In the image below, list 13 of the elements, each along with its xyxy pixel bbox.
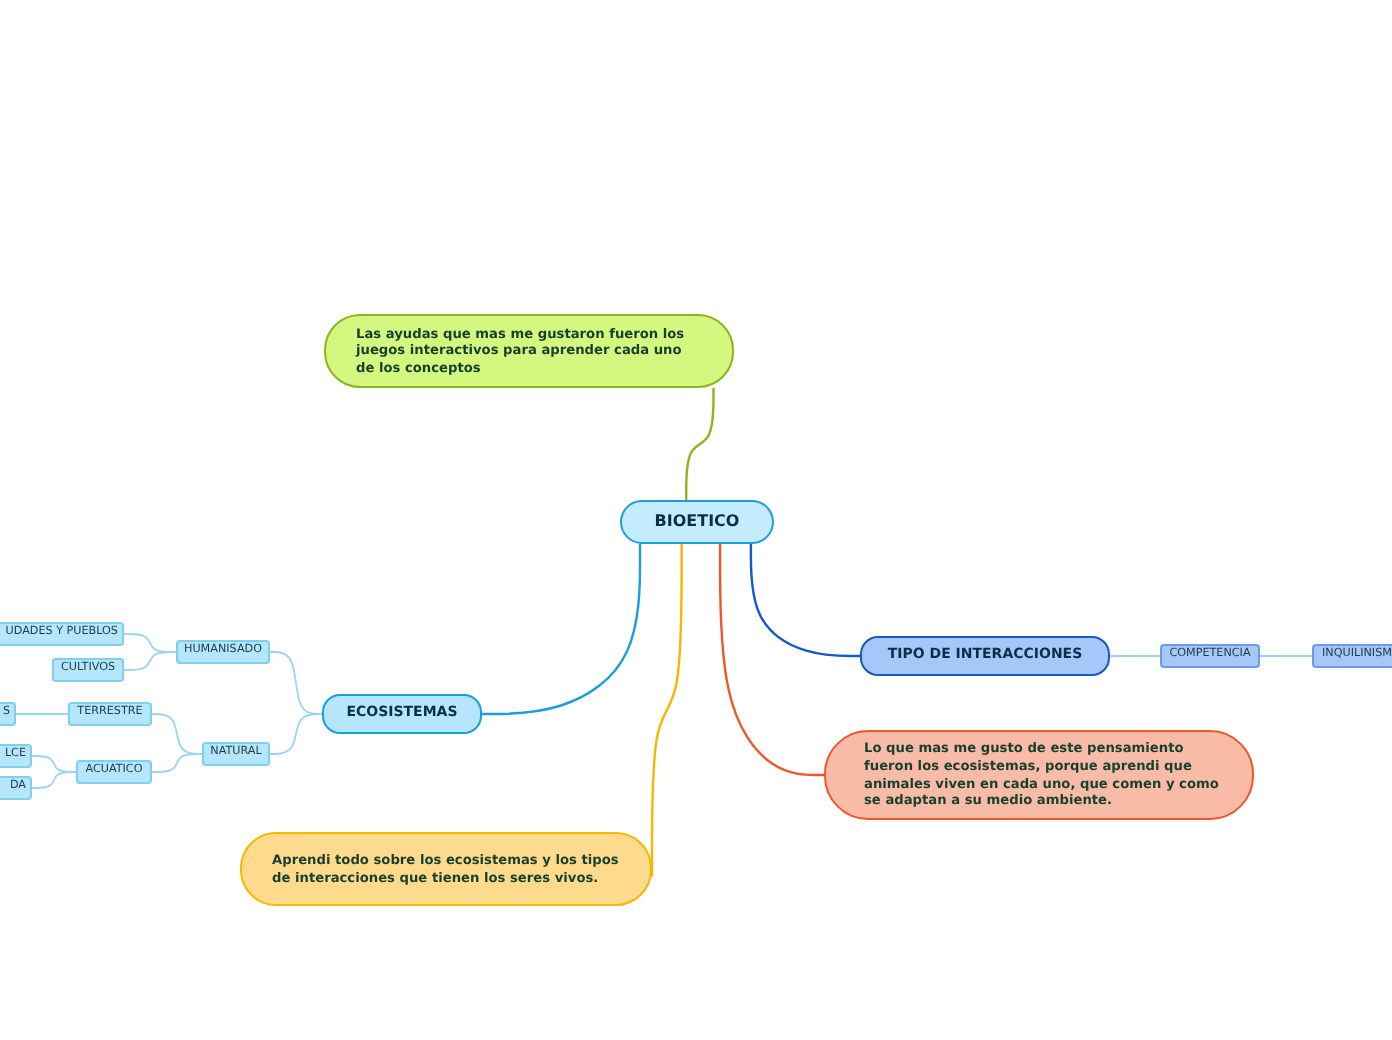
central-topic: BIOETICO — [620, 500, 774, 544]
connector-line — [31, 771, 77, 789]
connector-line — [123, 651, 177, 671]
connector-line — [718, 544, 824, 777]
connector-line — [15, 713, 69, 715]
connector-line — [269, 713, 323, 755]
connector-line — [482, 544, 642, 716]
connector-line — [749, 544, 860, 658]
connector-line — [650, 544, 683, 877]
connector-line — [685, 388, 715, 500]
connector-line — [151, 753, 203, 773]
connector-line — [1109, 655, 1161, 657]
connector-line — [1259, 655, 1313, 657]
